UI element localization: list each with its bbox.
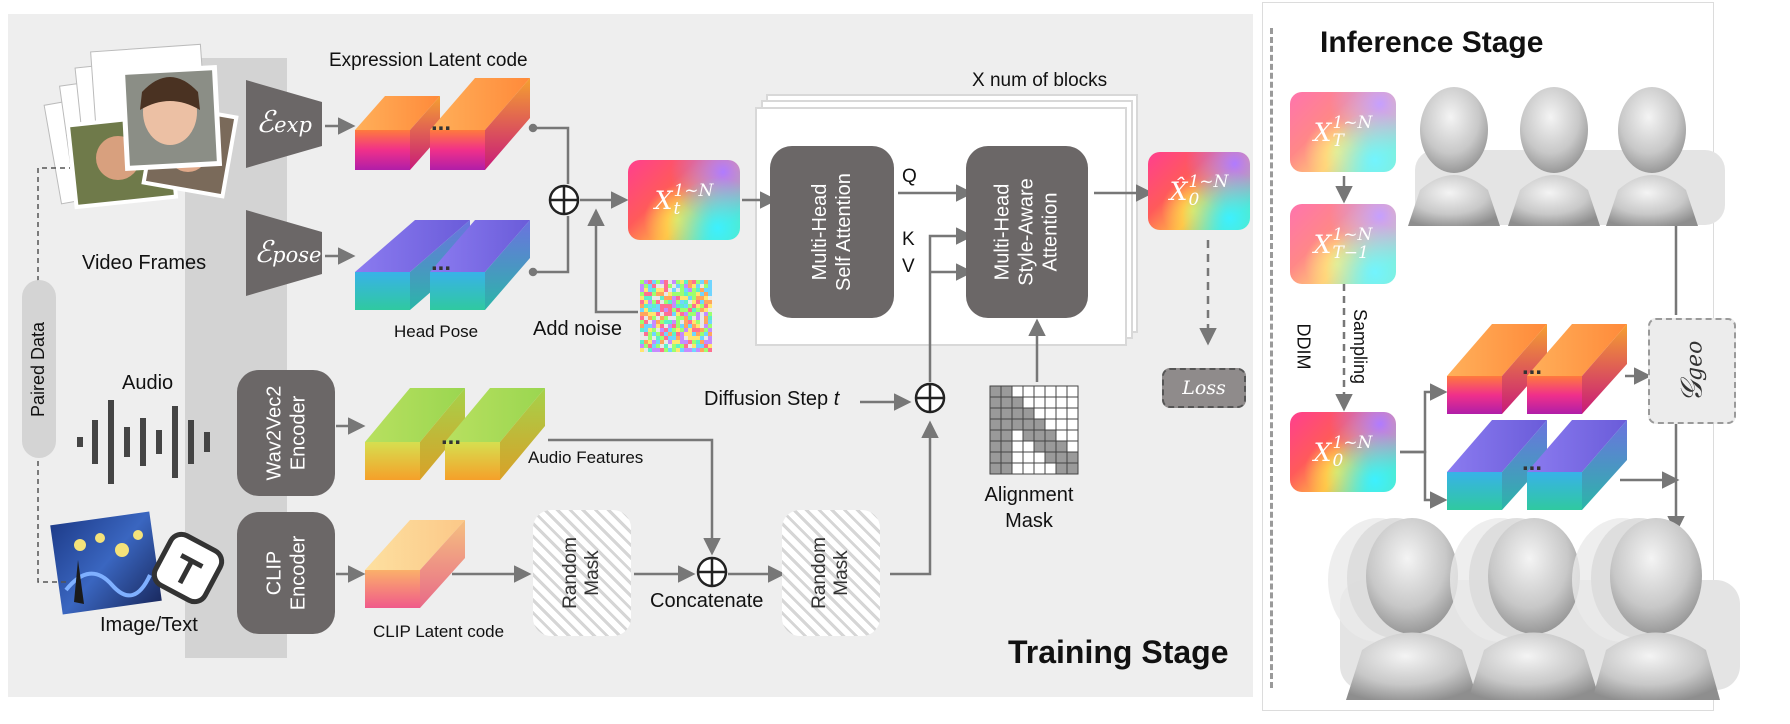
alignment-mask-label: Alignment Mask — [984, 484, 1074, 532]
training-arrows — [325, 117, 1217, 583]
inference-exp-cuboid-1 — [1447, 324, 1547, 414]
head-pose-cuboid-2 — [430, 220, 530, 310]
image-text-label: Image/Text — [100, 614, 198, 636]
audio-dots: ... — [441, 423, 461, 450]
self-attention-block: Multi-Head Self Attention — [770, 146, 894, 318]
video-frames-label: Video Frames — [82, 252, 207, 274]
expression-dots: ... — [431, 109, 451, 136]
concatenate-label: Concatenate — [650, 590, 764, 612]
clip-encoder-block: CLIP Encoder — [237, 512, 335, 634]
random-mask-1: Random Mask — [533, 510, 631, 636]
animated-head-3 — [1572, 518, 1720, 700]
geometry-generator-box: 𝒢geo — [1648, 318, 1736, 424]
audio-feature-cuboid-2 — [445, 388, 545, 480]
audio-feature-cuboid-1 — [365, 388, 465, 480]
plus-circle-noise — [548, 184, 580, 216]
expression-encoder-shape — [246, 80, 322, 168]
expression-latent-label: Expression Latent code — [329, 50, 528, 71]
rendered-head-3 — [1606, 87, 1698, 226]
plus-circle-diffusion — [914, 382, 946, 414]
alignment-mask-grid — [989, 385, 1079, 475]
pose-encoder-label: ℰpose — [254, 235, 322, 270]
k-label: K — [902, 229, 915, 250]
inference-exp-dots: ... — [1522, 353, 1542, 380]
animated-head-1 — [1328, 518, 1478, 700]
v-label: V — [902, 256, 915, 277]
rendered-head-1 — [1408, 87, 1500, 226]
audio-waveform-icon — [77, 400, 210, 484]
ddim-sampling-label: DDIM Sampling — [1293, 308, 1371, 385]
animated-head-2 — [1450, 518, 1600, 700]
inference-arrows — [1335, 176, 1685, 534]
wav2vec-encoder-label: Wav2Vec2 Encoder — [263, 385, 309, 481]
head-pose-label: Head Pose — [394, 322, 479, 341]
audio-label: Audio — [122, 372, 174, 394]
paired-data-pill: Paired Data — [22, 280, 56, 458]
training-stage-title: Training Stage — [1008, 634, 1229, 670]
expression-latent-cuboid-1 — [355, 96, 440, 170]
diffusion-step-label: Diffusion Step t — [704, 388, 840, 410]
text-icon — [151, 531, 225, 605]
inference-stage-title: Inference Stage — [1320, 26, 1544, 59]
inference-pose-dots: ... — [1522, 449, 1542, 476]
stage-divider — [1270, 28, 1273, 688]
loss-box: Loss — [1162, 368, 1246, 408]
expression-latent-cuboid-2 — [430, 78, 530, 170]
pose-dots: ... — [431, 249, 451, 276]
rendered-head-2 — [1508, 87, 1600, 226]
pose-encoder-shape — [246, 210, 322, 296]
starry-night-image — [50, 511, 162, 615]
style-aware-attention-block: Multi-Head Style-Aware Attention — [966, 146, 1088, 318]
inference-exp-cuboid-2 — [1527, 324, 1627, 414]
clip-encoder-label: CLIP Encoder — [263, 535, 309, 611]
plus-circle-concat — [696, 556, 728, 588]
clip-latent-label: CLIP Latent code — [373, 622, 505, 641]
inference-pose-cuboid-2 — [1527, 420, 1627, 510]
q-label: Q — [902, 166, 917, 187]
audio-features-label: Audio Features — [528, 448, 644, 467]
style-aware-attention-label: Multi-Head Style-Aware Attention — [991, 178, 1062, 286]
add-noise-label: Add noise — [533, 318, 622, 340]
random-mask-2: Random Mask — [782, 510, 880, 636]
blocks-label: X num of blocks — [972, 70, 1108, 91]
expression-encoder-label: ℰexp — [256, 105, 312, 140]
video-frames-image — [43, 43, 239, 210]
clip-latent-cuboid — [365, 520, 465, 608]
noise-image — [640, 280, 712, 352]
paired-data-dashes — [37, 167, 70, 583]
inference-pose-cuboid-1 — [1447, 420, 1547, 510]
self-attention-label: Multi-Head Self Attention — [809, 173, 855, 291]
wav2vec-encoder-block: Wav2Vec2 Encoder — [237, 370, 335, 496]
